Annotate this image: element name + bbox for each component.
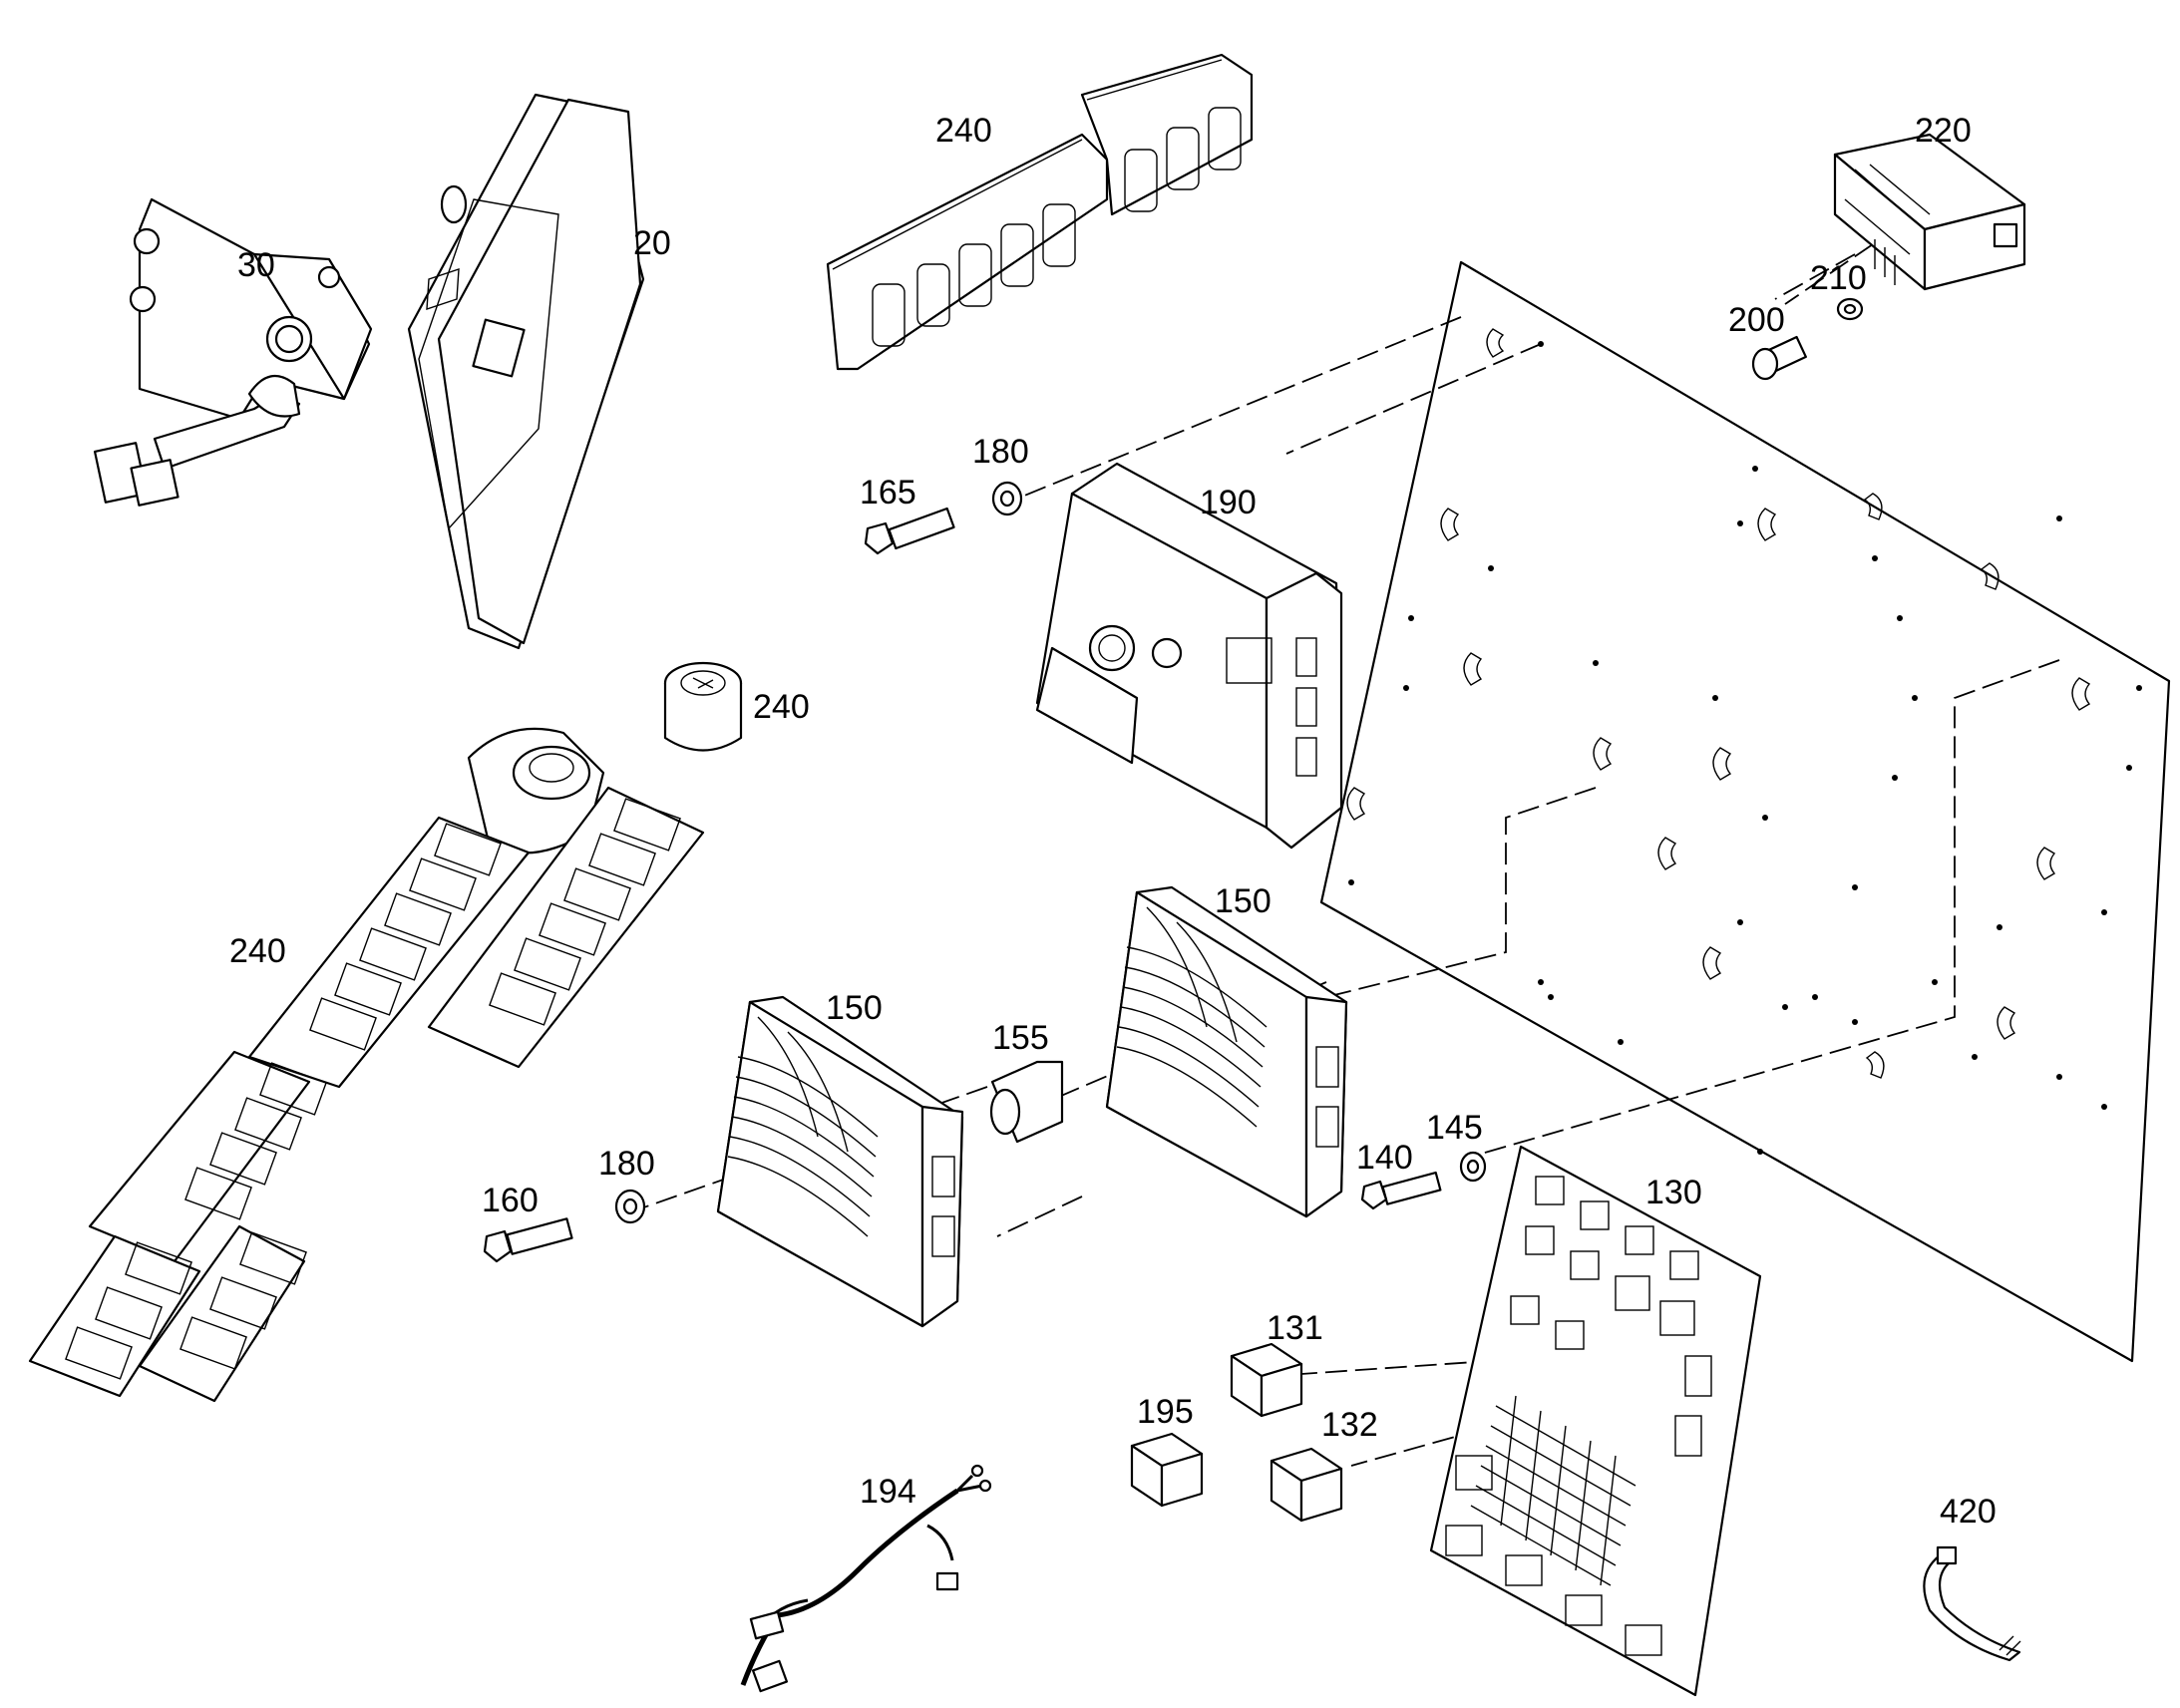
callout-180-lower: 180 (598, 1145, 655, 1183)
mounting-plate (1319, 260, 2171, 1363)
relay-131 (1230, 1342, 1303, 1418)
washer-145-right (1459, 1151, 1487, 1183)
callout-150-left: 150 (826, 989, 883, 1027)
spacer-155 (989, 1060, 1064, 1144)
callout-145: 145 (1426, 1109, 1483, 1147)
callout-420: 420 (1940, 1493, 1997, 1531)
callout-240-lower: 240 (229, 932, 286, 970)
callout-20: 20 (633, 224, 671, 262)
callout-240-socket: 240 (753, 688, 810, 726)
callout-155: 155 (992, 1019, 1049, 1057)
callout-131: 131 (1267, 1309, 1323, 1347)
callout-132: 132 (1321, 1406, 1378, 1444)
callout-30: 30 (237, 246, 275, 284)
washer-180-lower (614, 1189, 646, 1224)
callout-165: 165 (860, 474, 916, 512)
bolt-140-right (1360, 1171, 1442, 1210)
bolt-160-lower (483, 1217, 573, 1263)
control-unit-190 (1035, 462, 1343, 850)
callout-195: 195 (1137, 1393, 1194, 1431)
callout-labels: 240 220 30 20 210 200 180 165 190 240 15… (229, 112, 1997, 1531)
callout-190: 190 (1200, 484, 1257, 521)
callout-160: 160 (482, 1182, 539, 1219)
switch-panel-lower-240 (28, 727, 705, 1403)
relay-module-220 (1833, 133, 2026, 291)
bolt-165-upper (864, 507, 955, 555)
wiring-harness-194 (740, 1464, 992, 1693)
washer-210 (1836, 297, 1864, 321)
washer-180-upper (991, 481, 1023, 516)
ecu-150-left (716, 995, 964, 1328)
callout-200: 200 (1728, 301, 1785, 339)
power-socket-240 (663, 661, 743, 752)
mounting-bracket-30 (93, 197, 373, 507)
callout-194: 194 (860, 1473, 916, 1511)
callout-220: 220 (1915, 112, 1972, 150)
relay-board-130 (1429, 1145, 1762, 1697)
callout-180-upper: 180 (972, 433, 1029, 471)
cable-tie-420 (1923, 1545, 2021, 1662)
callout-210: 210 (1810, 259, 1867, 297)
callout-140: 140 (1356, 1139, 1413, 1177)
callout-150-right: 150 (1215, 882, 1272, 920)
relay-132 (1270, 1447, 1343, 1523)
callout-240-upper: 240 (935, 112, 992, 150)
ecu-150-right (1105, 885, 1348, 1218)
callout-130: 130 (1645, 1174, 1702, 1211)
relay-195 (1130, 1432, 1204, 1508)
console-cover-20 (407, 93, 645, 650)
screw-200 (1751, 335, 1807, 381)
switch-panel-upper-240 (826, 53, 1254, 371)
